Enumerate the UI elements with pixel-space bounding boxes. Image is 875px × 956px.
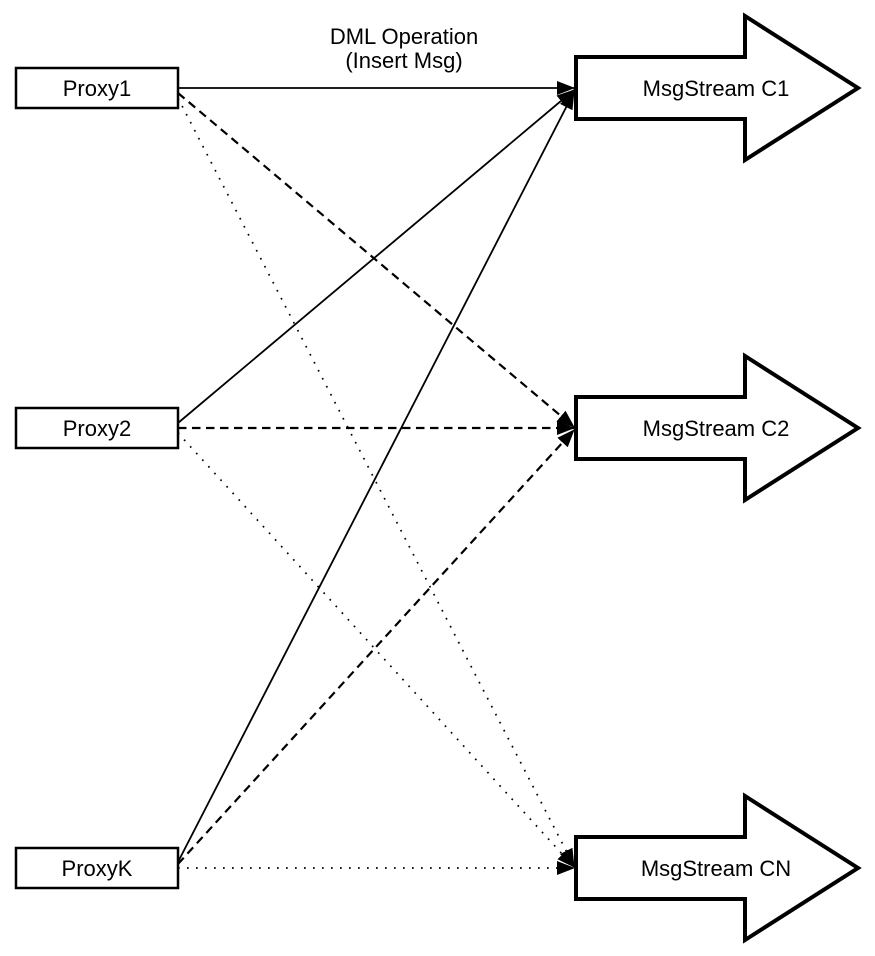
proxyk-node: ProxyK (14, 846, 180, 890)
msgstream-c2-label: MsgStream C2 (643, 416, 790, 441)
proxyk-box (14, 846, 180, 890)
proxy1-node: Proxy1 (14, 66, 180, 110)
msgstream-c2-arrow-shape (574, 352, 862, 504)
proxy2-label: Proxy2 (63, 416, 131, 441)
msgstream-cn-arrow-shape (574, 792, 862, 944)
msgstream-c1-arrow-shape (574, 12, 862, 164)
proxy1-box (14, 66, 180, 110)
dml-operation-label: DML Operation (Insert Msg) (330, 24, 478, 73)
edge-proxyk-to-msgstream-c1 (177, 91, 575, 863)
edge-proxyk-to-msgstream-c2 (177, 429, 575, 865)
msgstream-c2: MsgStream C2 (574, 352, 862, 504)
proxy1-label: Proxy1 (63, 76, 131, 101)
msgstream-cn: MsgStream CN (574, 792, 862, 944)
edge-proxy1-to-msgstream-c2 (177, 92, 575, 428)
edge-proxy1-to-msgstream-cn (177, 97, 575, 867)
msgstream-c1-label: MsgStream C1 (643, 76, 790, 101)
edge-proxy2-to-msgstream-cn (177, 432, 575, 868)
proxy2-node: Proxy2 (14, 406, 180, 450)
dml-operation-label-line1: DML Operation (330, 24, 478, 49)
edges-group (177, 81, 575, 875)
edge-proxy2-to-msgstream-c1 (177, 89, 575, 424)
proxyk-label: ProxyK (62, 856, 133, 881)
proxy2-box (14, 406, 180, 450)
dml-operation-label-line2: (Insert Msg) (345, 48, 462, 73)
msgstream-c1: MsgStream C1 (574, 12, 862, 164)
msgstream-cn-label: MsgStream CN (641, 856, 791, 881)
